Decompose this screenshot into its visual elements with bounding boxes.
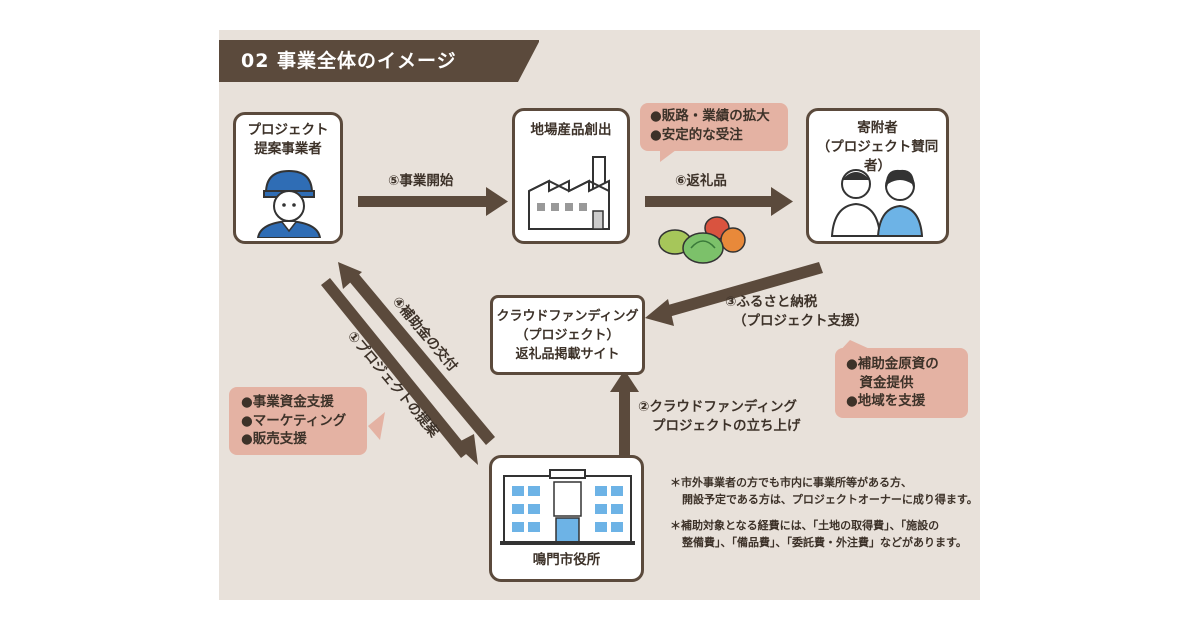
callout-subsidy-line2: 資金提供 [846, 374, 914, 391]
crowdfunding-label-line1: クラウドファンディング [496, 309, 639, 324]
callout-support-line2: ●マーケティング [241, 412, 347, 429]
factory-icon [528, 156, 610, 230]
arrow-project-proposal [321, 278, 478, 465]
arrow-subsidy-grant [338, 262, 495, 445]
arrow-business-start [358, 187, 508, 216]
edge-label-return-gift: ⑥返礼品 [675, 173, 727, 189]
callout-sales-line1: ●販路・業績の拡大 [650, 108, 770, 124]
arrow-launch-project [610, 370, 639, 466]
node-donor: 寄附者 （プロジェクト賛同者） [806, 108, 949, 244]
donor-label: 寄附者 （プロジェクト賛同者） [809, 119, 946, 176]
proposer-label: プロジェクト 提案事業者 [236, 121, 340, 159]
edge-label-business-start: ⑤事業開始 [388, 173, 454, 189]
crowdfunding-label-line3: 返礼品掲載サイト [515, 347, 620, 362]
proposer-label-line2: 提案事業者 [254, 141, 322, 157]
node-local-production: 地場産品創出 [512, 108, 630, 244]
donor-label-line2: （プロジェクト賛同者） [816, 139, 939, 174]
note-n2-line2: 整備費」、「備品費」、「委託費・外注費」などがあります。 [682, 536, 967, 549]
node-naruto-city-hall: 鳴門市役所 [489, 455, 644, 582]
note-eligible-expenses: ＊補助対象となる経費には、「土地の取得費」、「施設の 整備費」、「備品費」、「委… [670, 517, 967, 551]
callout-subsidy-funding: ●補助金原資の 資金提供 ●地域を支援 [835, 348, 968, 418]
worker-icon [256, 169, 322, 238]
donors-icon [830, 169, 924, 237]
production-label: 地場産品創出 [530, 122, 612, 138]
edge-label-launch-project: ②クラウドファンディング プロジェクトの立ち上げ [638, 398, 801, 436]
callout-sales-line2: ●安定的な受注 [650, 126, 743, 143]
callout-sales-expansion: ●販路・業績の拡大 ●安定的な受注 [640, 103, 788, 151]
callout-business-support: ●事業資金支援 ●マーケティング ●販売支援 [229, 387, 367, 455]
crowdfunding-label-line2: （プロジェクト） [515, 328, 620, 343]
node-crowdfunding-site: クラウドファンディング （プロジェクト） 返礼品掲載サイト [490, 295, 645, 375]
proposer-label-line1: プロジェクト [247, 122, 329, 138]
arrow-return-gift [645, 187, 793, 216]
callout-support-line1: ●事業資金支援 [241, 394, 334, 410]
note-n1-line1: ＊市外事業者の方でも市内に事業所等がある方、 [670, 476, 912, 489]
callout-subsidy-line3: ●地域を支援 [846, 393, 926, 409]
note-n2-line1: ＊補助対象となる経費には、「土地の取得費」、「施設の [670, 519, 940, 532]
edge-label-e2-line2: プロジェクトの立ち上げ [652, 418, 801, 434]
city-hall-label: 鳴門市役所 [532, 552, 601, 568]
note-outside-businesses: ＊市外事業者の方でも市内に事業所等がある方、 開設予定である方は、プロジェクトオ… [670, 474, 978, 508]
crowdfunding-label: クラウドファンディング （プロジェクト） 返礼品掲載サイト [493, 307, 642, 364]
vegetables-icon [658, 216, 746, 264]
callout-subsidy-line1: ●補助金原資の [846, 356, 939, 372]
page-title: 02 事業全体のイメージ [241, 50, 457, 72]
edge-label-e3-line2: （プロジェクト支援） [733, 313, 868, 329]
edge-label-furusato-tax: ③ふるさと納税 （プロジェクト支援） [725, 293, 868, 331]
city-hall-icon [500, 469, 635, 545]
donor-label-line1: 寄附者 [857, 120, 898, 136]
edge-label-e3-line1: ③ふるさと納税 [725, 294, 818, 310]
title-bar: 02 事業全体のイメージ [219, 40, 540, 82]
callout-support-line3: ●販売支援 [241, 431, 307, 447]
note-n1-line2: 開設予定である方は、プロジェクトオーナーに成り得ます。 [682, 493, 978, 506]
arrow-furusato-tax [645, 262, 823, 326]
node-project-proposer: プロジェクト 提案事業者 [233, 112, 343, 244]
edge-label-e2-line1: ②クラウドファンディング [638, 399, 797, 415]
